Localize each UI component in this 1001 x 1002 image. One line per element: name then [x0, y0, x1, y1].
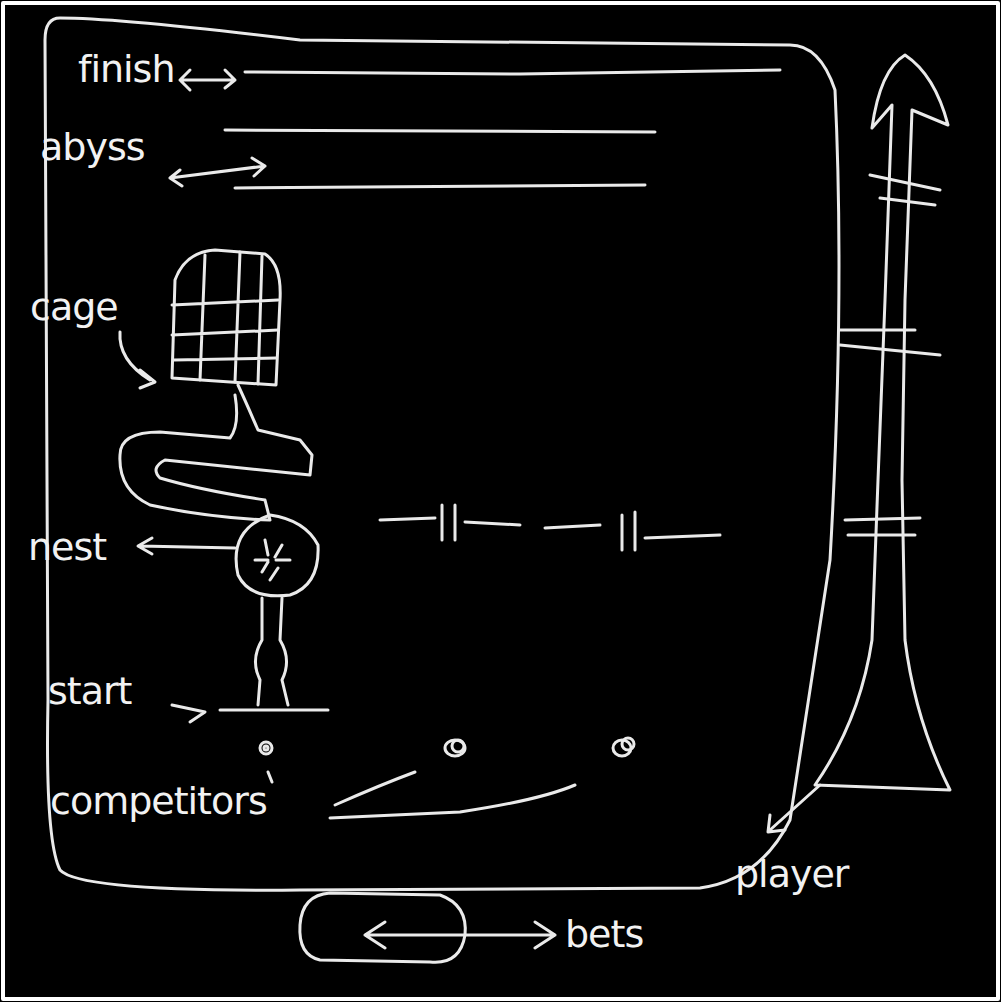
platform — [380, 505, 520, 540]
competitor — [264, 746, 268, 750]
abyss-arrow — [170, 158, 265, 186]
cage-bars — [172, 252, 278, 384]
winding-path — [120, 385, 312, 520]
hand-label: finish — [78, 50, 174, 88]
hand-label: player — [735, 855, 848, 893]
hand-label: nest — [28, 528, 106, 566]
platform — [545, 512, 720, 550]
start-arrow — [172, 705, 205, 722]
start-line — [220, 709, 328, 712]
nest-leader — [138, 538, 235, 554]
tower-rungs — [840, 175, 940, 535]
abyss-edge — [235, 185, 645, 188]
finish-line — [245, 70, 780, 74]
finish-arrow — [180, 70, 235, 90]
hand-label: start — [48, 672, 132, 710]
competitor-leader — [335, 772, 415, 805]
hand-label: abyss — [40, 128, 145, 166]
level-outline — [45, 18, 839, 890]
nest-twigs — [255, 540, 290, 580]
hand-label: cage — [30, 288, 118, 326]
cage-leader — [120, 332, 155, 388]
nest — [236, 515, 318, 596]
competitor-mark — [268, 772, 272, 782]
competitor — [452, 740, 464, 752]
abyss-edge — [225, 130, 655, 132]
cage — [172, 250, 280, 385]
player-tower — [815, 55, 950, 790]
competitor — [622, 738, 634, 750]
competitor — [445, 740, 465, 756]
hand-label: competitors — [50, 782, 267, 820]
competitor — [260, 742, 272, 754]
competitor-leader — [330, 785, 575, 818]
frame — [3, 3, 998, 999]
vine — [255, 598, 288, 705]
player-leader — [768, 785, 820, 832]
hand-label: bets — [565, 915, 643, 953]
bets-box — [300, 893, 465, 962]
bets-arrow — [365, 922, 555, 948]
